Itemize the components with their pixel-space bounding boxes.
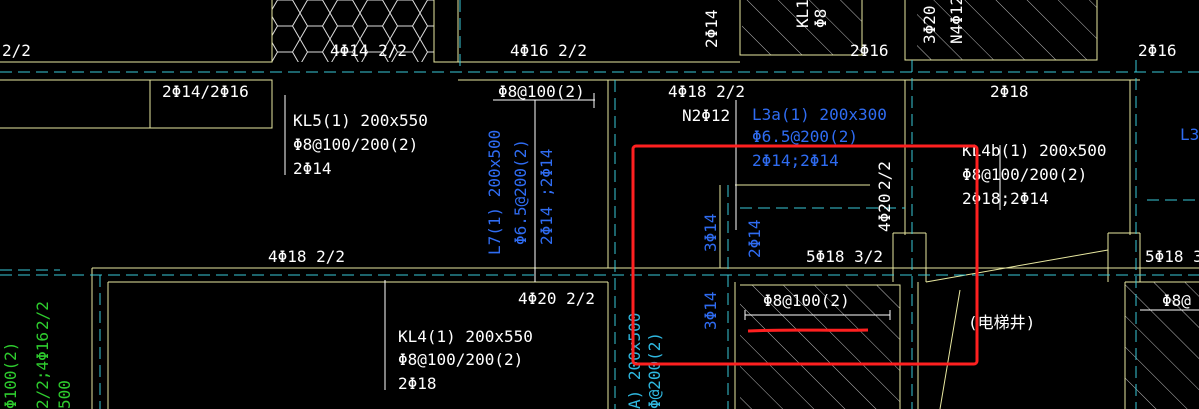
rebar-label-green: Φ100(2) xyxy=(1,342,20,409)
red-underline xyxy=(747,328,869,333)
rebar-label-blue: 3Φ14 xyxy=(701,291,720,330)
beam-label: Φ8 xyxy=(811,9,830,28)
rebar-label: 3Φ20 xyxy=(920,5,939,44)
rebar-label: 4Φ16 2/2 xyxy=(510,41,587,60)
hex-hatch-area xyxy=(272,0,434,62)
beam-label: Φ8@100/200(2) xyxy=(293,135,418,154)
rebar-label-blue: 3Φ14 xyxy=(701,213,720,252)
beam-label: 2Φ18 xyxy=(398,374,437,393)
rebar-label: 4Φ20 xyxy=(875,193,894,232)
beam-label: 2Φ18;2Φ14 xyxy=(962,189,1049,208)
beam-label-blue: Φ6.5@200(2) xyxy=(752,127,858,146)
beam-label-blue: L3 xyxy=(1180,125,1199,144)
beam-label: KL1 xyxy=(793,0,812,28)
rebar-label: Φ8@100(2) xyxy=(498,82,585,101)
beam-label-blue: 2Φ14 ;2Φ14 xyxy=(537,149,556,245)
rebar-label: 2Φ16 xyxy=(850,41,889,60)
rebar-label: 4Φ18 2/2 xyxy=(668,82,745,101)
diagonal-hatch-areas xyxy=(740,0,1199,409)
rebar-label: 2Φ16 xyxy=(1138,41,1177,60)
elevator-shaft-label: (电梯井) xyxy=(968,313,1035,332)
stirrup-label: Φ8@100(2) xyxy=(763,291,850,310)
beam-label: Φ8@100/200(2) xyxy=(962,165,1087,184)
rebar-label: 5Φ18 3/ xyxy=(1145,247,1199,266)
rebar-label-blue: 2Φ14 xyxy=(745,219,764,258)
beam-label-blue: Φ6.5@200(2) xyxy=(511,139,530,245)
dimension-ticks xyxy=(284,93,1199,390)
beam-label-blue: L7(1) 200x500 xyxy=(485,130,504,255)
beam-label-blue: L3a(1) 200x300 xyxy=(752,105,887,124)
beam-label: KL5(1) 200x550 xyxy=(293,111,428,130)
rebar-label: 2Φ14 xyxy=(702,9,721,48)
beam-label: 2Φ14 xyxy=(293,159,332,178)
beam-label-cyan: Φ@200(2) xyxy=(645,332,664,409)
red-markup xyxy=(631,144,979,366)
rebar-label: 4Φ14 2/2 xyxy=(330,41,407,60)
rebar-label-green: 500 xyxy=(55,380,74,409)
rebar-label: 2Φ18 xyxy=(990,82,1029,101)
rebar-label: 2Φ14/2Φ16 xyxy=(162,82,249,101)
rebar-label: 5Φ18 3/2 xyxy=(806,247,883,266)
beam-label: KL4(1) 200x550 xyxy=(398,327,533,346)
beam-label: Φ8@100/200(2) xyxy=(398,350,523,369)
rebar-label: 4Φ20 2/2 xyxy=(518,289,595,308)
rebar-label: N4Φ12 xyxy=(947,0,966,44)
beam-label-blue: 2Φ14;2Φ14 xyxy=(752,151,839,170)
red-highlight-box xyxy=(631,144,979,366)
beam-label: KL4b(1) 200x500 xyxy=(962,141,1107,160)
rebar-label: 2/2 xyxy=(2,41,31,60)
rebar-label: 4Φ18 2/2 xyxy=(268,247,345,266)
rebar-label-green: 2/2;4Φ16 xyxy=(33,332,52,409)
rebar-label-green: 2/2 xyxy=(33,301,52,330)
rebar-label: 2/2 xyxy=(875,161,894,190)
stirrup-label: Φ8@ xyxy=(1162,291,1191,310)
rebar-label: N2Φ12 xyxy=(682,106,730,125)
